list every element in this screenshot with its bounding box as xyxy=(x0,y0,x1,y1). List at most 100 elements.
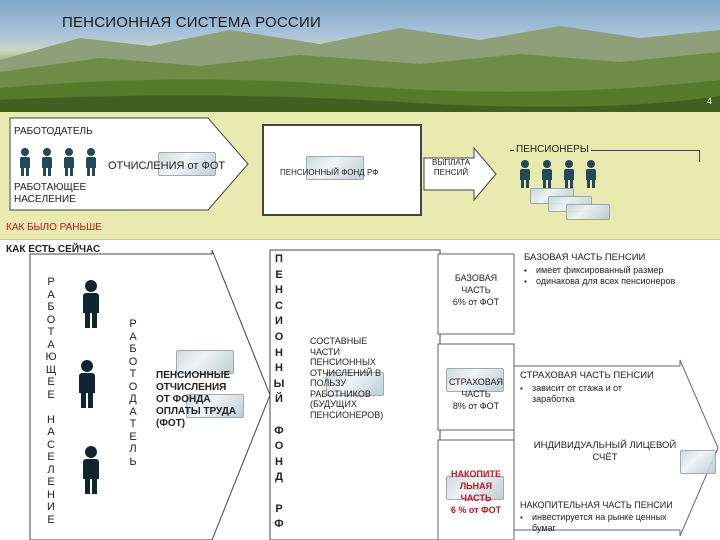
vertical-letter: И xyxy=(275,315,283,328)
insurance-pension-title: СТРАХОВАЯ ЧАСТЬ ПЕНСИИ xyxy=(520,370,654,381)
person-icon xyxy=(562,160,576,188)
insurance-part-line: 8% от ФОТ xyxy=(452,401,500,411)
insurance-part-box: СТРАХОВАЯ ЧАСТЬ 8% от ФОТ xyxy=(440,376,512,412)
base-pension-title: БАЗОВАЯ ЧАСТЬ ПЕНСИИ xyxy=(524,252,646,263)
person-icon xyxy=(518,160,532,188)
money-icon xyxy=(446,476,504,500)
bullet-item: инвестируется на рынке ценных бумаг xyxy=(520,512,690,534)
old-scheme-panel: РАБОТОДАТЕЛЬ ОТЧИСЛЕНИЯ от ФОТ РАБОТАЮЩЕ… xyxy=(0,112,720,240)
funded-part-line: ЛЬНАЯ xyxy=(459,481,493,491)
vertical-letter: О xyxy=(274,330,284,343)
vertical-letter: Е xyxy=(129,430,137,443)
insurance-pension-desc: СТРАХОВАЯ ЧАСТЬ ПЕНСИИ зависит от стажа … xyxy=(520,370,700,405)
money-icon xyxy=(680,450,716,474)
components-text: СОСТАВНЫЕ ЧАСТИ ПЕНСИОННЫХ ОТЧИСЛЕНИЙ В … xyxy=(310,336,384,420)
contributions-text: ПЕНСИОННЫЕ ОТЧИСЛЕНИЯ ОТ ФОНДА ОПЛАТЫ ТР… xyxy=(156,370,237,429)
vertical-letter: Р xyxy=(129,318,137,330)
vertical-letter: Е xyxy=(47,513,55,526)
money-icon xyxy=(176,350,234,374)
vertical-letter: Б xyxy=(47,301,55,313)
employer-label: РАБОТОДАТЕЛЬ xyxy=(14,126,93,137)
vertical-letter: Р xyxy=(275,502,283,515)
page-title: ПЕНСИОННАЯ СИСТЕМА РОССИИ xyxy=(62,14,321,31)
vertical-letter: Е xyxy=(47,476,55,488)
vertical-letter: П xyxy=(275,253,283,265)
vertical-letter: Д xyxy=(275,471,283,484)
base-part-box: БАЗОВАЯ ЧАСТЬ 6% от ФОТ xyxy=(440,272,512,308)
vertical-letter: А xyxy=(47,426,55,438)
person-icon xyxy=(40,148,54,176)
pensioners-bracket xyxy=(510,150,700,162)
funded-pension-title: НАКОПИТЕЛЬНАЯ ЧАСТЬ ПЕНСИИ xyxy=(520,500,673,510)
worker-icon xyxy=(76,360,98,408)
vertical-letter: Н xyxy=(275,455,283,468)
vertical-letter: О xyxy=(128,380,138,393)
vertical-letter: Л xyxy=(129,443,137,455)
worker-icon xyxy=(80,446,102,494)
flow-arrows xyxy=(9,117,497,211)
vertical-letter: Т xyxy=(129,368,137,380)
vertical-letter: О xyxy=(46,313,56,326)
vertical-letter: Й xyxy=(275,393,283,406)
bullet-item: зависит от стажа и от заработка xyxy=(520,383,630,405)
vertical-letter: Н xyxy=(275,284,283,297)
vertical-letter: Т xyxy=(47,326,55,338)
bullet-item: имеет фиксированный размер xyxy=(524,265,718,276)
vertical-letter: Д xyxy=(129,393,137,405)
person-icon xyxy=(584,160,598,188)
working-population-label: РАБОТАЮЩЕЕ НАСЕЛЕНИЕ xyxy=(14,182,87,205)
person-icon xyxy=(84,148,98,176)
vertical-letter: С xyxy=(47,438,55,451)
funded-part-box: НАКОПИТЕ ЛЬНАЯ ЧАСТЬ 6 % от ФОТ xyxy=(440,468,512,516)
insurance-part-line: ЧАСТЬ xyxy=(461,389,491,399)
insurance-part-line: СТРАХОВАЯ xyxy=(448,377,503,387)
vertical-letter: А xyxy=(129,405,137,418)
base-pension-desc: БАЗОВАЯ ЧАСТЬ ПЕНСИИ имеет фиксированный… xyxy=(524,252,718,287)
pensioners-label: ПЕНСИОНЕРЫ xyxy=(514,144,591,155)
mountain-landscape xyxy=(0,26,720,112)
vertical-letter: Н xyxy=(275,362,283,375)
vertical-letter: Ф xyxy=(274,518,284,531)
vertical-letter xyxy=(272,486,286,502)
base-part-line: БАЗОВАЯ xyxy=(454,273,498,283)
vertical-letter xyxy=(272,408,286,424)
individual-account-label: ИНДИВИДУАЛЬНЫЙ ЛИЦЕВОЙ СЧЁТ xyxy=(533,440,677,463)
base-part-line: 6% от ФОТ xyxy=(452,297,500,307)
worker-icon xyxy=(80,280,102,328)
money-icon xyxy=(158,152,216,176)
vertical-letter: Е xyxy=(275,268,283,281)
contributions-label: ОТЧИСЛЕНИЯ от ФОТ xyxy=(108,160,226,172)
vertical-letter: А xyxy=(47,288,55,301)
money-icon xyxy=(566,204,610,220)
vertical-letter: Б xyxy=(129,343,137,355)
old-scheme-caption: КАК БЫЛО РАНЬШЕ xyxy=(6,222,102,233)
vertical-letter: Н xyxy=(47,488,55,501)
vertical-letter: Т xyxy=(129,418,137,430)
vertical-letter: О xyxy=(128,355,138,368)
funded-part-line: НАКОПИТЕ xyxy=(451,469,501,479)
vertical-letter: Ь xyxy=(129,455,137,468)
vertical-letter xyxy=(44,401,58,414)
vertical-letter: С xyxy=(275,299,283,312)
new-scheme-caption: КАК ЕСТЬ СЕЙЧАС xyxy=(6,244,101,255)
funded-part-line: 6 % от ФОТ xyxy=(450,505,502,515)
vertical-letter: Н xyxy=(275,346,283,359)
payment-label: ВЫПЛАТА ПЕНСИЙ xyxy=(431,158,471,177)
vertical-letter: Р xyxy=(47,276,55,288)
vertical-letter: О xyxy=(274,440,284,453)
vertical-letter: Е xyxy=(47,376,55,388)
vertical-letter: Ю xyxy=(45,351,57,363)
money-icon xyxy=(186,394,244,418)
person-icon xyxy=(540,160,554,188)
vertical-letter: Е xyxy=(47,388,55,401)
pension-fund-label: ПЕНСИОННЫЙ ФОНД РФ xyxy=(280,168,379,177)
funded-pension-desc: НАКОПИТЕЛЬНАЯ ЧАСТЬ ПЕНСИИ инвестируется… xyxy=(520,500,710,534)
person-icon xyxy=(62,148,76,176)
page-number: 4 xyxy=(706,96,712,106)
money-icon xyxy=(306,156,364,180)
workers-group xyxy=(18,148,108,178)
header-banner: ПЕНСИОННАЯ СИСТЕМА РОССИИ 4 xyxy=(0,0,720,112)
vertical-letter: Л xyxy=(47,463,55,476)
